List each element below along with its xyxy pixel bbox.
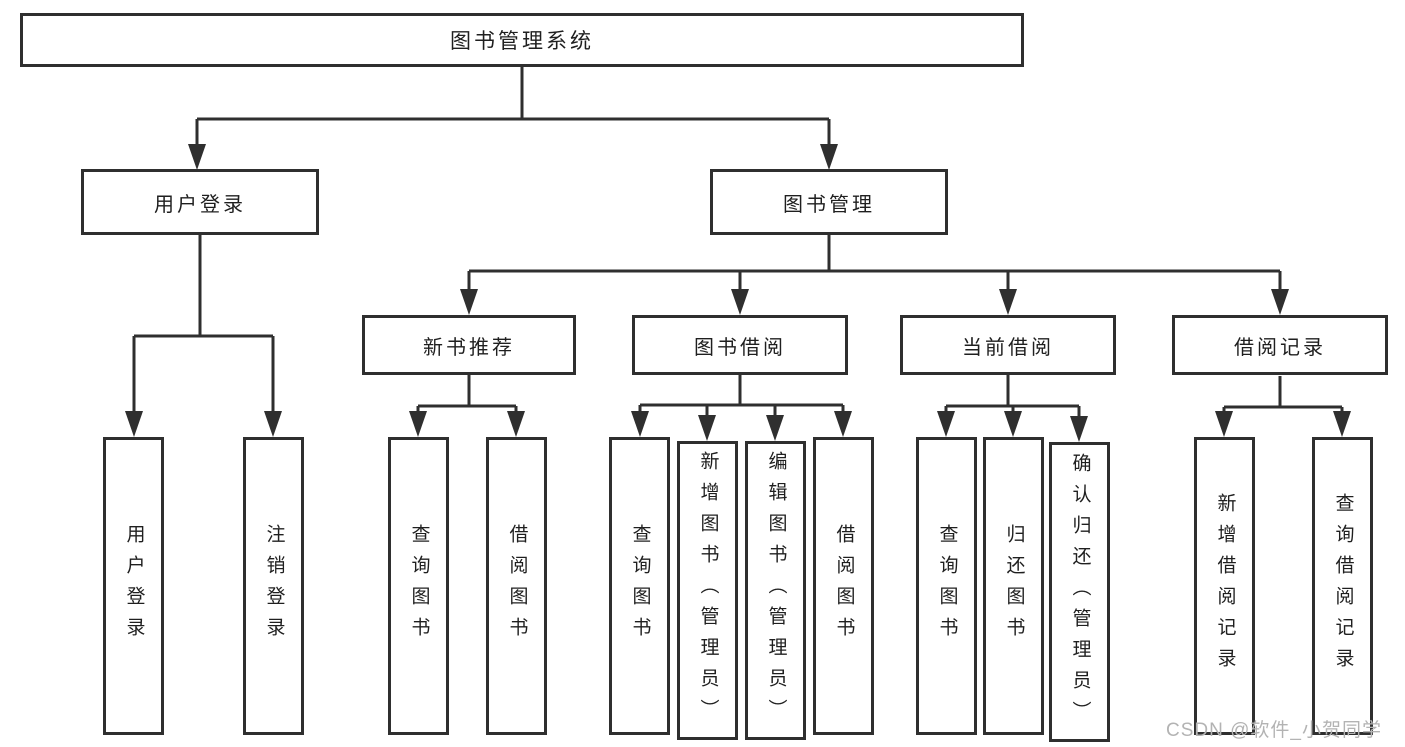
node-borrowing-records: 借阅记录	[1172, 315, 1388, 375]
node-label: 编辑图书（管理员）	[765, 451, 787, 730]
node-book-management: 图书管理	[710, 169, 948, 235]
node-label: 新增图书（管理员）	[697, 451, 719, 730]
node-label: 图书管理	[783, 193, 875, 216]
node-leaf-borrow-books-2: 借阅图书	[813, 437, 874, 735]
node-label: 用户登录	[154, 193, 246, 216]
node-label: 查询图书	[629, 524, 651, 648]
node-label: 注销登录	[263, 524, 285, 648]
node-leaf-edit-books-admin: 编辑图书（管理员）	[745, 441, 806, 740]
node-leaf-query-borrow-record: 查询借阅记录	[1312, 437, 1373, 735]
node-label: 用户登录	[123, 524, 145, 648]
node-leaf-user-login: 用户登录	[103, 437, 164, 735]
node-label: 查询借阅记录	[1332, 493, 1354, 679]
node-leaf-add-borrow-record: 新增借阅记录	[1194, 437, 1255, 735]
csdn-watermark: CSDN @软件_小贺同学	[1166, 720, 1382, 741]
node-label: 查询图书	[936, 524, 958, 648]
node-label: 图书管理系统	[450, 30, 594, 53]
node-label: 新增借阅记录	[1214, 493, 1236, 679]
node-root: 图书管理系统	[20, 13, 1024, 67]
node-current-borrowing: 当前借阅	[900, 315, 1116, 375]
node-label: 借阅图书	[833, 524, 855, 648]
node-new-book-recommendation: 新书推荐	[362, 315, 576, 375]
node-label: 归还图书	[1003, 524, 1025, 648]
node-label: 借阅图书	[506, 524, 528, 648]
node-leaf-confirm-return-admin: 确认归还（管理员）	[1049, 442, 1110, 742]
node-leaf-logout: 注销登录	[243, 437, 304, 735]
node-leaf-query-books-1: 查询图书	[388, 437, 449, 735]
node-label: 确认归还（管理员）	[1069, 452, 1091, 732]
node-label: 查询图书	[408, 524, 430, 648]
node-label: 新书推荐	[423, 336, 515, 359]
node-leaf-add-books-admin: 新增图书（管理员）	[677, 441, 738, 740]
node-label: 借阅记录	[1234, 336, 1326, 359]
node-book-borrowing: 图书借阅	[632, 315, 848, 375]
node-label: 图书借阅	[694, 336, 786, 359]
arrow-down-icons	[125, 144, 1351, 442]
node-leaf-query-books-3: 查询图书	[916, 437, 977, 735]
node-label: 当前借阅	[962, 336, 1054, 359]
node-leaf-return-books: 归还图书	[983, 437, 1044, 735]
node-user-login: 用户登录	[81, 169, 319, 235]
node-leaf-query-books-2: 查询图书	[609, 437, 670, 735]
node-leaf-borrow-books-1: 借阅图书	[486, 437, 547, 735]
